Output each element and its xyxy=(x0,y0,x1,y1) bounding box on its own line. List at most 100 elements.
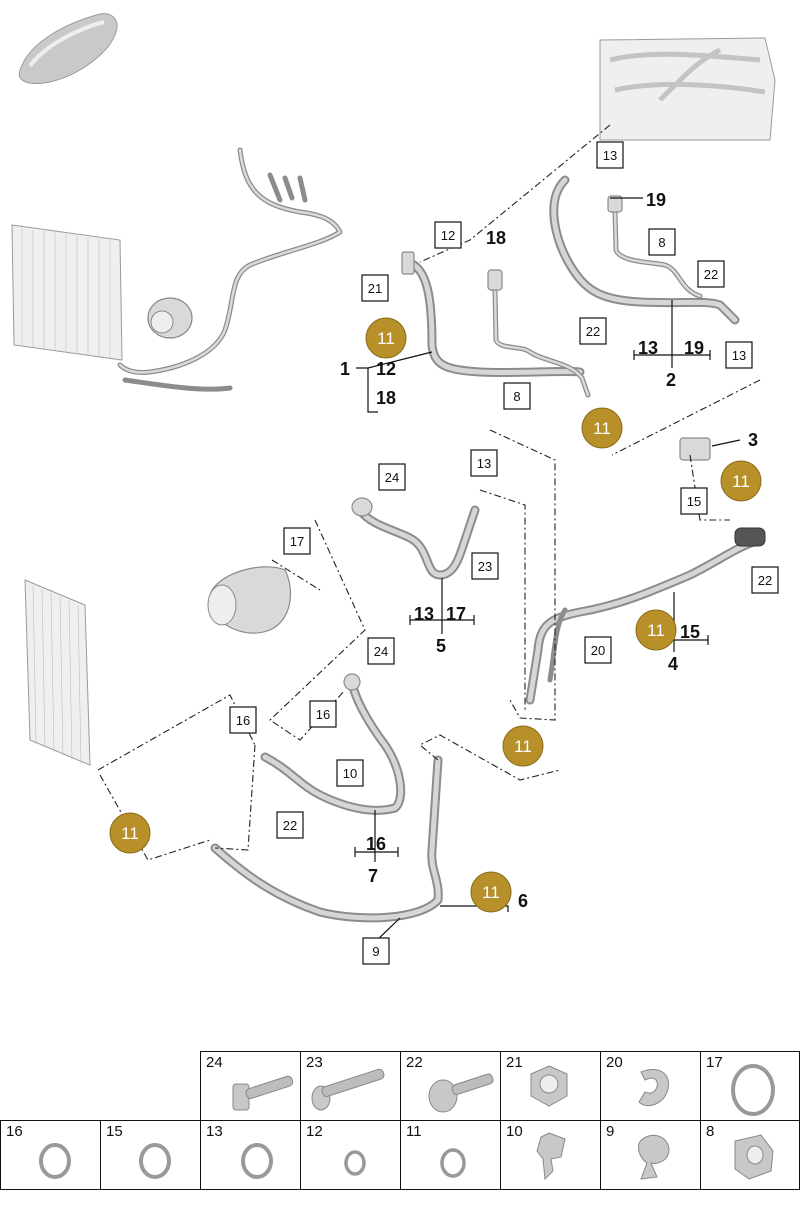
badge-11: 11 xyxy=(581,407,623,449)
bolt-round-head-icon xyxy=(428,1073,494,1113)
callout-19-top: 19 xyxy=(646,190,666,210)
condenser-bottom xyxy=(24,579,91,766)
callout-17-line5: 17 xyxy=(446,604,466,624)
part-cell-17: 17 xyxy=(700,1051,800,1121)
ref-box-24: 24 xyxy=(367,637,395,665)
svg-text:11: 11 xyxy=(482,883,500,902)
ref-box-24: 24 xyxy=(378,463,406,491)
svg-text:11: 11 xyxy=(593,419,611,438)
svg-text:22: 22 xyxy=(586,324,600,339)
ref-box-23: 23 xyxy=(471,552,499,580)
parts-legend-table: 24 23 22 21 20 17 xyxy=(0,1051,800,1191)
callout-3: 3 xyxy=(748,430,758,450)
svg-text:23: 23 xyxy=(478,559,492,574)
ref-box-15: 15 xyxy=(680,487,708,515)
callout-18-top: 18 xyxy=(486,228,506,248)
part-cell-10: 10 xyxy=(500,1120,601,1190)
grille-line xyxy=(32,584,37,745)
svg-text:13: 13 xyxy=(603,148,617,163)
svg-text:17: 17 xyxy=(290,534,304,549)
ac-line-diagram: 1 12 18 18 19 13 19 2 3 13 17 5 15 4 16 … xyxy=(11,13,779,965)
grille-line xyxy=(41,588,46,749)
bracket-clip-icon xyxy=(734,1134,774,1180)
part-cell-23: 23 xyxy=(300,1051,401,1121)
callout-12: 12 xyxy=(376,359,396,379)
svg-text:20: 20 xyxy=(591,643,605,658)
svg-text:10: 10 xyxy=(343,766,357,781)
ref-box-17: 17 xyxy=(283,527,311,555)
condenser-top xyxy=(11,224,123,361)
svg-text:11: 11 xyxy=(514,737,532,756)
callout-6: 6 xyxy=(518,891,528,911)
svg-text:22: 22 xyxy=(758,573,772,588)
part-cell-21: 21 xyxy=(500,1051,601,1121)
svg-text:24: 24 xyxy=(374,644,388,659)
ref-box-20: 20 xyxy=(584,636,612,664)
o-ring-icon xyxy=(241,1143,273,1179)
vehicle-silhouette-icon xyxy=(18,13,118,84)
compressor-bottom xyxy=(207,566,292,634)
callout-16-line7: 16 xyxy=(366,834,386,854)
callout-13-line5: 13 xyxy=(414,604,434,624)
part-cell-16: 16 xyxy=(0,1120,101,1190)
svg-text:9: 9 xyxy=(372,944,379,959)
grille-line xyxy=(59,596,64,757)
svg-text:21: 21 xyxy=(368,281,382,296)
line-7-pipe xyxy=(260,673,406,815)
compressor-top xyxy=(147,297,193,339)
part-cell-15: 15 xyxy=(100,1120,201,1190)
svg-text:24: 24 xyxy=(385,470,399,485)
ref-box-21: 21 xyxy=(361,274,389,302)
callout-15-line4: 15 xyxy=(680,622,700,642)
callout-7: 7 xyxy=(368,866,378,886)
line-1-pipe xyxy=(401,251,591,398)
part-cell-8: 8 xyxy=(700,1120,800,1190)
o-ring-badges: 11 11 11 11 11 11 11 xyxy=(109,317,762,913)
callout-13-line2: 13 xyxy=(638,338,658,358)
callout-19-line2: 19 xyxy=(684,338,704,358)
line-5-pipe xyxy=(351,497,480,580)
badge-11: 11 xyxy=(470,871,512,913)
svg-text:11: 11 xyxy=(732,472,750,491)
svg-text:12: 12 xyxy=(441,228,455,243)
ref-box-13: 13 xyxy=(596,141,624,169)
ref-box-10: 10 xyxy=(336,759,364,787)
part-cell-24: 24 xyxy=(200,1051,301,1121)
svg-text:22: 22 xyxy=(704,267,718,282)
part-cell-22: 22 xyxy=(400,1051,501,1121)
grille-line xyxy=(77,604,82,765)
part-cell-9: 9 xyxy=(600,1120,701,1190)
line-2-pipe xyxy=(549,175,740,325)
callout-labels: 1 12 18 18 19 13 19 2 3 13 17 5 15 4 16 … xyxy=(340,190,758,911)
badge-11: 11 xyxy=(635,609,677,651)
ref-box-8: 8 xyxy=(648,228,676,256)
o-ring-icon xyxy=(39,1143,71,1179)
ref-box-13: 13 xyxy=(725,341,753,369)
svg-text:11: 11 xyxy=(121,824,139,843)
callout-4: 4 xyxy=(668,654,678,674)
badge-11: 11 xyxy=(365,317,407,359)
svg-text:8: 8 xyxy=(658,235,665,250)
o-ring-icon xyxy=(139,1143,171,1179)
ref-box-22: 22 xyxy=(697,260,725,288)
svg-text:15: 15 xyxy=(687,494,701,509)
leader-lines xyxy=(354,197,741,943)
pipe-clip-icon xyxy=(638,1069,669,1107)
boxed-references: 13 12 21 8 22 22 8 13 24 13 17 23 15 22 … xyxy=(229,141,779,965)
badge-11: 11 xyxy=(109,812,151,854)
grille-line xyxy=(50,592,55,753)
ref-box-22: 22 xyxy=(751,566,779,594)
ref-box-13: 13 xyxy=(470,449,498,477)
svg-text:13: 13 xyxy=(732,348,746,363)
callout-5: 5 xyxy=(436,636,446,656)
part-cell-20: 20 xyxy=(600,1051,701,1121)
ref-box-16: 16 xyxy=(229,706,257,734)
expansion-valve xyxy=(679,437,711,461)
bolt-icon xyxy=(311,1068,385,1111)
o-ring-icon xyxy=(440,1148,466,1178)
ref-box-22: 22 xyxy=(276,811,304,839)
ref-box-12: 12 xyxy=(434,221,462,249)
ref-box-22: 22 xyxy=(579,317,607,345)
holder-clip-icon xyxy=(638,1134,670,1180)
part-cell-13: 13 xyxy=(200,1120,301,1190)
